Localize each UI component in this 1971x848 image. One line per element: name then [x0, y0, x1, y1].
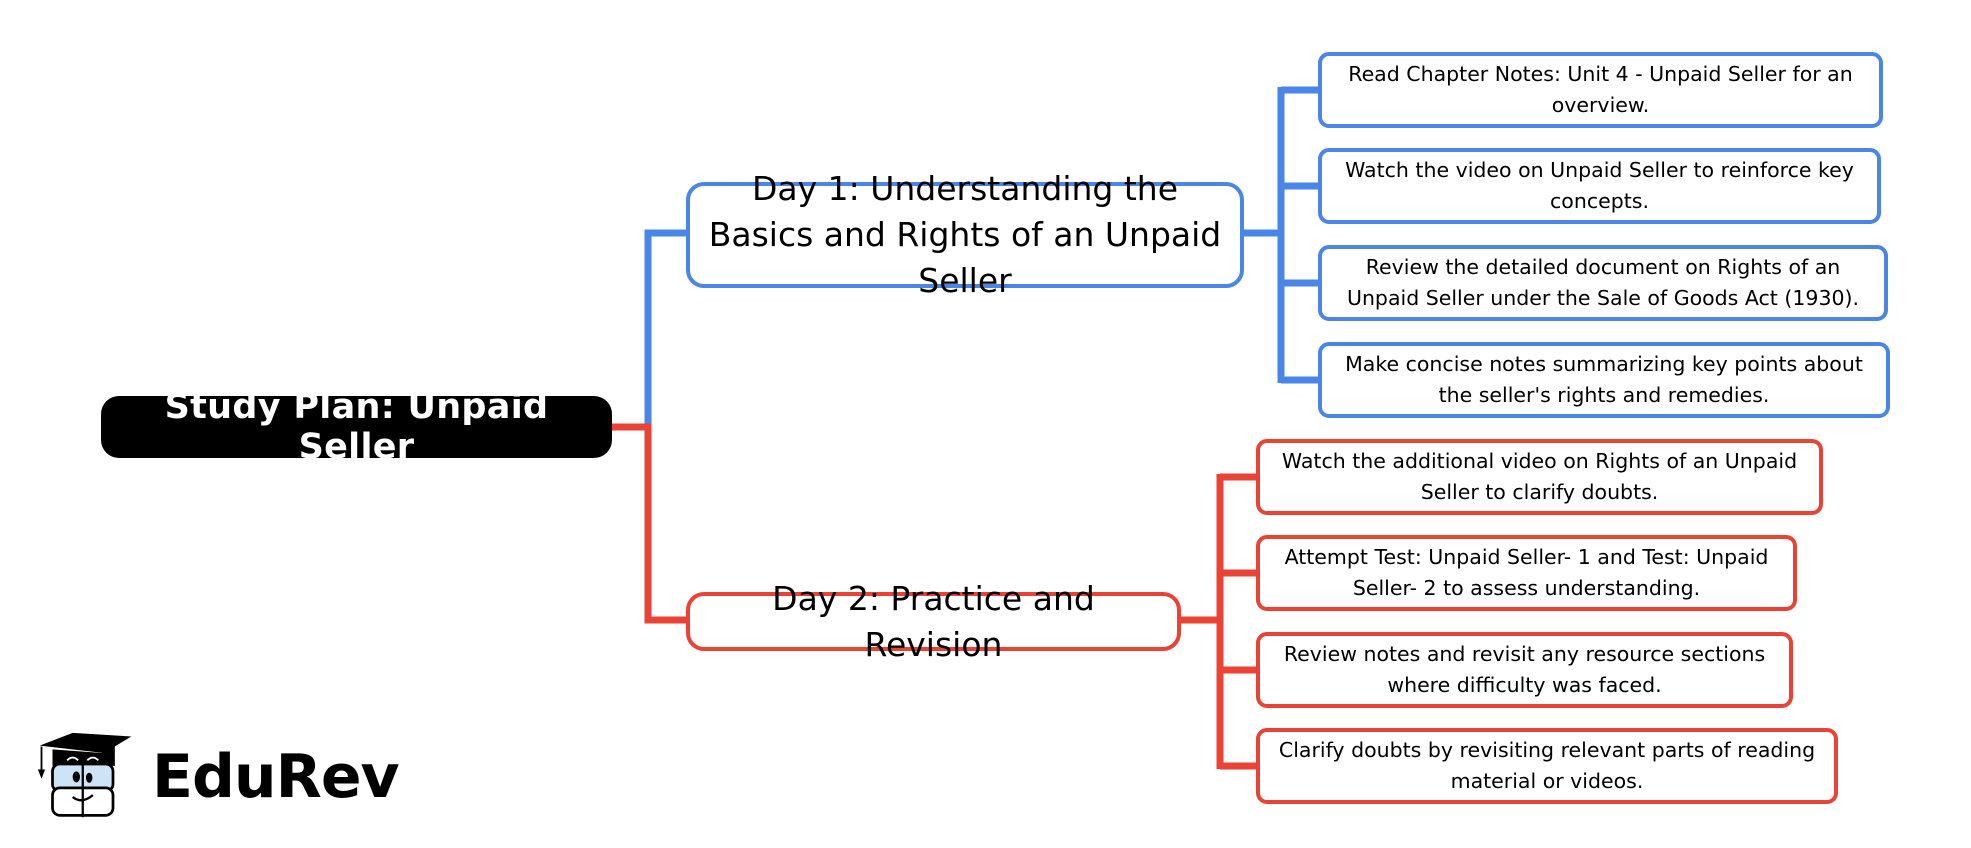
brand-name: EduRev — [152, 742, 400, 812]
task-day1-4[interactable]: Make concise notes summarizing key point… — [1318, 342, 1890, 418]
task-day2-4[interactable]: Clarify doubts by revisiting relevant pa… — [1256, 728, 1838, 804]
connector-root-day2 — [612, 423, 686, 624]
branch-day1[interactable]: Day 1: Understanding the Basics and Righ… — [686, 169, 1244, 300]
task-day2-3[interactable]: Review notes and revisit any resource se… — [1256, 632, 1793, 708]
task-day1-2[interactable]: Watch the video on Unpaid Seller to rein… — [1318, 148, 1881, 224]
task-label: Read Chapter Notes: Unit 4 - Unpaid Sell… — [1348, 62, 1853, 117]
task-day2-2[interactable]: Attempt Test: Unpaid Seller- 1 and Test:… — [1256, 535, 1797, 611]
task-label: Review the detailed document on Rights o… — [1346, 255, 1860, 310]
branch-day2[interactable]: Day 2: Practice and Revision — [686, 579, 1181, 664]
connector-root-day1 — [644, 229, 686, 427]
branch-day1-label: Day 1: Understanding the Basics and Righ… — [708, 169, 1222, 300]
root-label: Study Plan: Unpaid Seller — [164, 387, 549, 467]
edurev-mascot-icon — [37, 732, 132, 818]
task-day2-1[interactable]: Watch the additional video on Rights of … — [1256, 439, 1823, 515]
task-day1-1[interactable]: Read Chapter Notes: Unit 4 - Unpaid Sell… — [1318, 52, 1883, 128]
task-label: Make concise notes summarizing key point… — [1345, 352, 1863, 407]
task-day1-3[interactable]: Review the detailed document on Rights o… — [1318, 245, 1888, 321]
task-label: Watch the additional video on Rights of … — [1281, 449, 1798, 504]
branch-day2-label: Day 2: Practice and Revision — [772, 578, 1095, 664]
task-label: Attempt Test: Unpaid Seller- 1 and Test:… — [1284, 545, 1769, 600]
task-label: Clarify doubts by revisiting relevant pa… — [1278, 738, 1816, 793]
task-label: Watch the video on Unpaid Seller to rein… — [1345, 158, 1854, 213]
task-label: Review notes and revisit any resource se… — [1283, 642, 1766, 697]
root-node[interactable]: Study Plan: Unpaid Seller — [101, 387, 612, 467]
